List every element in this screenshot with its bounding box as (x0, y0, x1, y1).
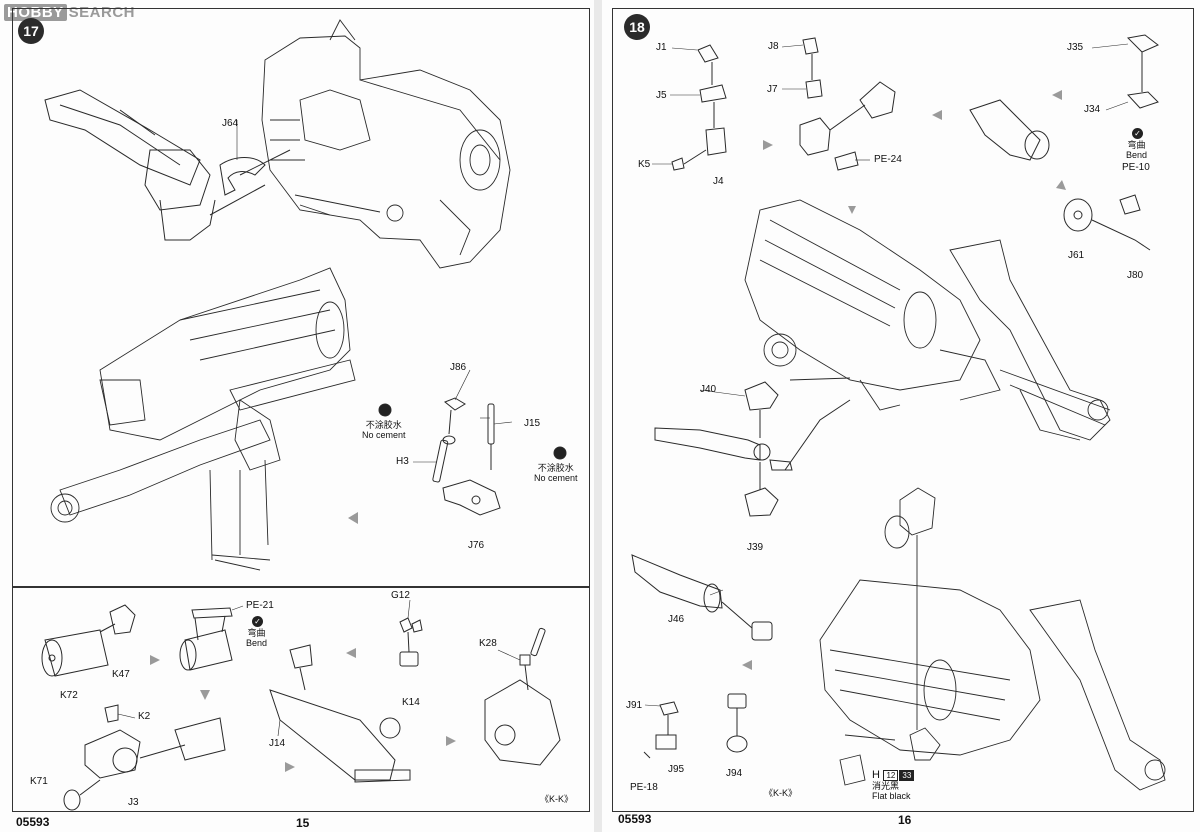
paint-name-en: Flat black (872, 791, 911, 801)
label-j5: J5 (656, 90, 667, 101)
no-cement-note-2: 不涂胶水 No cement (534, 463, 578, 483)
label-j4: J4 (713, 176, 724, 187)
bend-icon-right: ✓ (1132, 128, 1143, 139)
label-k47: K47 (112, 669, 130, 680)
label-k14: K14 (402, 697, 420, 708)
left-page-number: 15 (296, 816, 310, 830)
bend-note-left: 弯曲 Bend (246, 628, 267, 648)
label-g12: G12 (391, 590, 410, 601)
label-j91: J91 (626, 700, 643, 711)
label-k2: K2 (138, 711, 151, 722)
label-j46: J46 (668, 614, 685, 625)
label-j8: J8 (768, 41, 779, 52)
label-j80: J80 (1127, 270, 1144, 281)
label-j34: J34 (1084, 104, 1101, 115)
bend-note-right: 弯曲 Bend (1126, 140, 1147, 160)
parts-j86-j15-h3-j76 (432, 397, 501, 516)
parts-j1-j5-j4-k5 (671, 44, 727, 171)
parts-g12-k14 (399, 617, 423, 667)
label-k71: K71 (30, 776, 48, 787)
label-j39: J39 (747, 542, 764, 553)
no-cement-note-1-en: No cement (362, 430, 406, 440)
bend-note-right-cn: 弯曲 (1127, 140, 1146, 150)
label-j1: J1 (656, 42, 667, 53)
no-cement-note-1-cn: 不涂胶水 (365, 420, 402, 430)
label-j15: J15 (524, 418, 541, 429)
step-17-lower-frame (12, 586, 590, 812)
step-17-upper-frame (12, 8, 590, 588)
right-page-number: 16 (898, 813, 912, 827)
subassembly-k28 (484, 627, 561, 766)
step-18-frame (612, 8, 1194, 812)
label-kk-right: 《K-K》 (764, 788, 798, 798)
leader-lines (117, 43, 1129, 737)
label-k72: K72 (60, 690, 78, 701)
label-k28: K28 (479, 638, 497, 649)
part-k72 (41, 629, 109, 677)
label-j7: J7 (767, 84, 778, 95)
label-j94: J94 (726, 768, 743, 779)
label-pe24: PE-24 (874, 154, 902, 165)
right-page (602, 0, 1200, 832)
subassembly-k47-k72 (179, 607, 233, 671)
part-j64 (219, 149, 291, 196)
label-pe10: PE-10 (1122, 162, 1150, 173)
label-j3: J3 (128, 797, 139, 808)
no-cement-note-1: 不涂胶水 No cement (362, 420, 406, 440)
label-j86: J86 (450, 362, 467, 373)
paint-name-cn: 消光黑 (872, 781, 900, 791)
label-k5: K5 (638, 159, 651, 170)
left-product-code: 05593 (16, 815, 50, 829)
bend-note-right-en: Bend (1126, 150, 1148, 160)
spade-arm-top (44, 89, 266, 241)
label-kk-left: 《K-K》 (540, 794, 574, 804)
parts-j8-j7-pe24 (799, 37, 896, 171)
label-j76: J76 (468, 540, 485, 551)
page-gutter (594, 0, 602, 832)
howitzer-assembly-bottom (50, 267, 356, 571)
label-pe18: PE-18 (630, 782, 658, 793)
label-j14: J14 (269, 738, 286, 749)
howitzer-assembly-top (261, 19, 511, 269)
parts-j40-j39-barrel (654, 377, 851, 517)
howitzer-assembly-right-top (744, 199, 1111, 441)
label-j35: J35 (1067, 42, 1084, 53)
no-cement-icon-2-symbol (553, 446, 567, 460)
subassembly-k2-k71-j3 (63, 704, 226, 811)
bend-note-left-cn: 弯曲 (247, 628, 266, 638)
paint-h-label: H (872, 769, 880, 781)
right-product-code: 05593 (618, 812, 652, 826)
label-j64: J64 (222, 118, 239, 129)
part-k47 (99, 604, 136, 635)
label-j40: J40 (700, 384, 717, 395)
parts-j35-j34-j61-j80 (969, 34, 1159, 251)
label-j95: J95 (668, 764, 685, 775)
paint-code-33: 33 (899, 770, 915, 781)
label-j61: J61 (1068, 250, 1085, 261)
label-pe21: PE-21 (246, 600, 274, 611)
bend-icon-left: ✓ (252, 616, 263, 627)
no-cement-note-2-cn: 不涂胶水 (537, 463, 574, 473)
subassembly-j14 (269, 644, 411, 783)
parts-j46-j91-j95-j94 (631, 554, 773, 759)
paint-code-12: 12 (883, 770, 899, 781)
bend-note-left-en: Bend (246, 638, 268, 648)
howitzer-assembly-right-bottom (819, 487, 1166, 791)
step-17-badge: 17 (18, 18, 44, 44)
label-h3: H3 (396, 456, 409, 467)
assembly-arrows (150, 90, 1066, 772)
step-18-badge: 18 (624, 14, 650, 40)
no-cement-note-2-en: No cement (534, 473, 578, 483)
no-cement-icon-1-symbol (378, 403, 392, 417)
